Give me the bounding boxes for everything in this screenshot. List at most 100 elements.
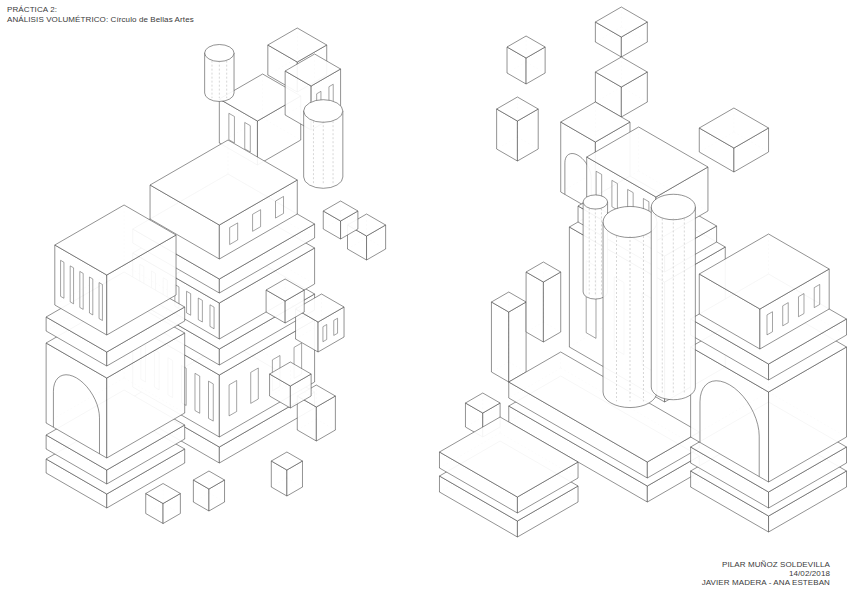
window-opening — [187, 291, 191, 315]
block-face — [526, 262, 561, 282]
arch-opening — [53, 375, 99, 454]
volume-block — [271, 452, 302, 496]
window-opening — [89, 277, 92, 315]
window-opening — [253, 210, 261, 232]
hidden-edge — [211, 61, 212, 98]
cylinder-top — [603, 206, 657, 237]
cylinder-volume — [603, 206, 657, 407]
arch-opening — [700, 381, 759, 477]
cylinder-top — [651, 194, 695, 219]
block-face — [270, 362, 312, 386]
window-opening — [209, 381, 214, 421]
hidden-edge — [673, 218, 674, 394]
cylinder-side — [304, 111, 343, 188]
window-opening — [783, 303, 789, 326]
window-opening — [70, 266, 73, 304]
cylinder-volume — [304, 100, 343, 189]
volume-block — [193, 471, 224, 511]
hidden-edge — [662, 218, 663, 394]
block-face — [595, 57, 647, 87]
block-face — [587, 127, 708, 197]
left-exploded-view — [46, 28, 385, 524]
window-opening — [767, 312, 773, 335]
hidden-edge — [589, 208, 590, 296]
volume-block — [699, 108, 768, 172]
window-opening — [210, 305, 214, 329]
cylinder-top — [205, 45, 234, 62]
block-face — [595, 7, 647, 37]
volume-block — [439, 417, 578, 513]
window-opening — [198, 298, 202, 322]
right-exploded-view — [439, 7, 846, 537]
block-face — [491, 302, 508, 382]
window-opening — [80, 271, 83, 309]
block-face — [526, 272, 543, 342]
cylinder-top — [583, 195, 607, 209]
window-opening — [230, 223, 238, 245]
sheet-date: 14/02/2018 — [789, 569, 830, 578]
volume-block — [55, 205, 176, 335]
block-face — [266, 279, 304, 301]
block-face — [509, 302, 526, 382]
window-opening — [276, 196, 284, 218]
block-face — [497, 97, 539, 121]
window-opening — [229, 113, 235, 143]
volume-block — [526, 262, 561, 342]
volume-block — [507, 36, 545, 84]
volume-block — [146, 484, 181, 524]
hidden-edge — [616, 236, 617, 401]
volume-block — [266, 279, 304, 323]
hidden-edge — [333, 121, 334, 184]
hidden-edge — [630, 236, 631, 401]
block-face — [543, 272, 560, 342]
window-opening — [814, 284, 820, 307]
volume-block — [497, 97, 539, 161]
cylinder-volume — [651, 194, 695, 399]
block-face — [150, 140, 297, 225]
block-face — [699, 234, 829, 309]
block-face — [146, 484, 181, 504]
window-opening — [323, 325, 327, 342]
hidden-edge — [643, 236, 644, 401]
hidden-edge — [684, 218, 685, 394]
block-face — [491, 292, 526, 312]
cylinder-side — [603, 222, 657, 408]
volume-block — [270, 362, 312, 408]
window-opening — [195, 373, 200, 413]
block-face — [285, 54, 340, 86]
block-face — [55, 205, 176, 275]
window-opening — [798, 294, 804, 317]
window-opening — [61, 260, 64, 298]
sheet-title: PRÁCTICA 2: — [7, 5, 57, 14]
volume-block — [323, 201, 358, 239]
hidden-edge — [226, 61, 227, 98]
hidden-edge — [313, 121, 314, 184]
block-face — [193, 471, 224, 489]
block-face — [271, 452, 302, 470]
window-opening — [99, 283, 102, 321]
block-face — [439, 417, 578, 497]
sheet-subtitle: ANÁLISIS VOLUMÉTRICO: Círculo de Bellas … — [7, 15, 194, 24]
cylinder-volume — [205, 45, 234, 102]
author-name: PILAR MUÑOZ SOLDEVILLA — [722, 560, 830, 569]
block-face — [323, 201, 358, 221]
hidden-edge — [323, 121, 324, 184]
window-opening — [612, 180, 618, 210]
cylinder-top — [304, 100, 343, 123]
block-face — [561, 102, 630, 142]
window-opening — [334, 318, 338, 335]
author-names: JAVIER MADERA - ANA ESTEBAN — [702, 578, 830, 587]
window-opening — [245, 122, 251, 152]
hidden-edge — [595, 208, 596, 296]
volume-block — [595, 7, 647, 57]
window-opening — [251, 368, 259, 403]
hidden-edge — [601, 208, 602, 296]
cylinder-side — [651, 207, 695, 400]
block-face — [699, 108, 768, 148]
volume-block — [699, 234, 829, 349]
window-opening — [229, 381, 237, 416]
volume-block — [491, 292, 526, 382]
block-face — [465, 393, 500, 413]
